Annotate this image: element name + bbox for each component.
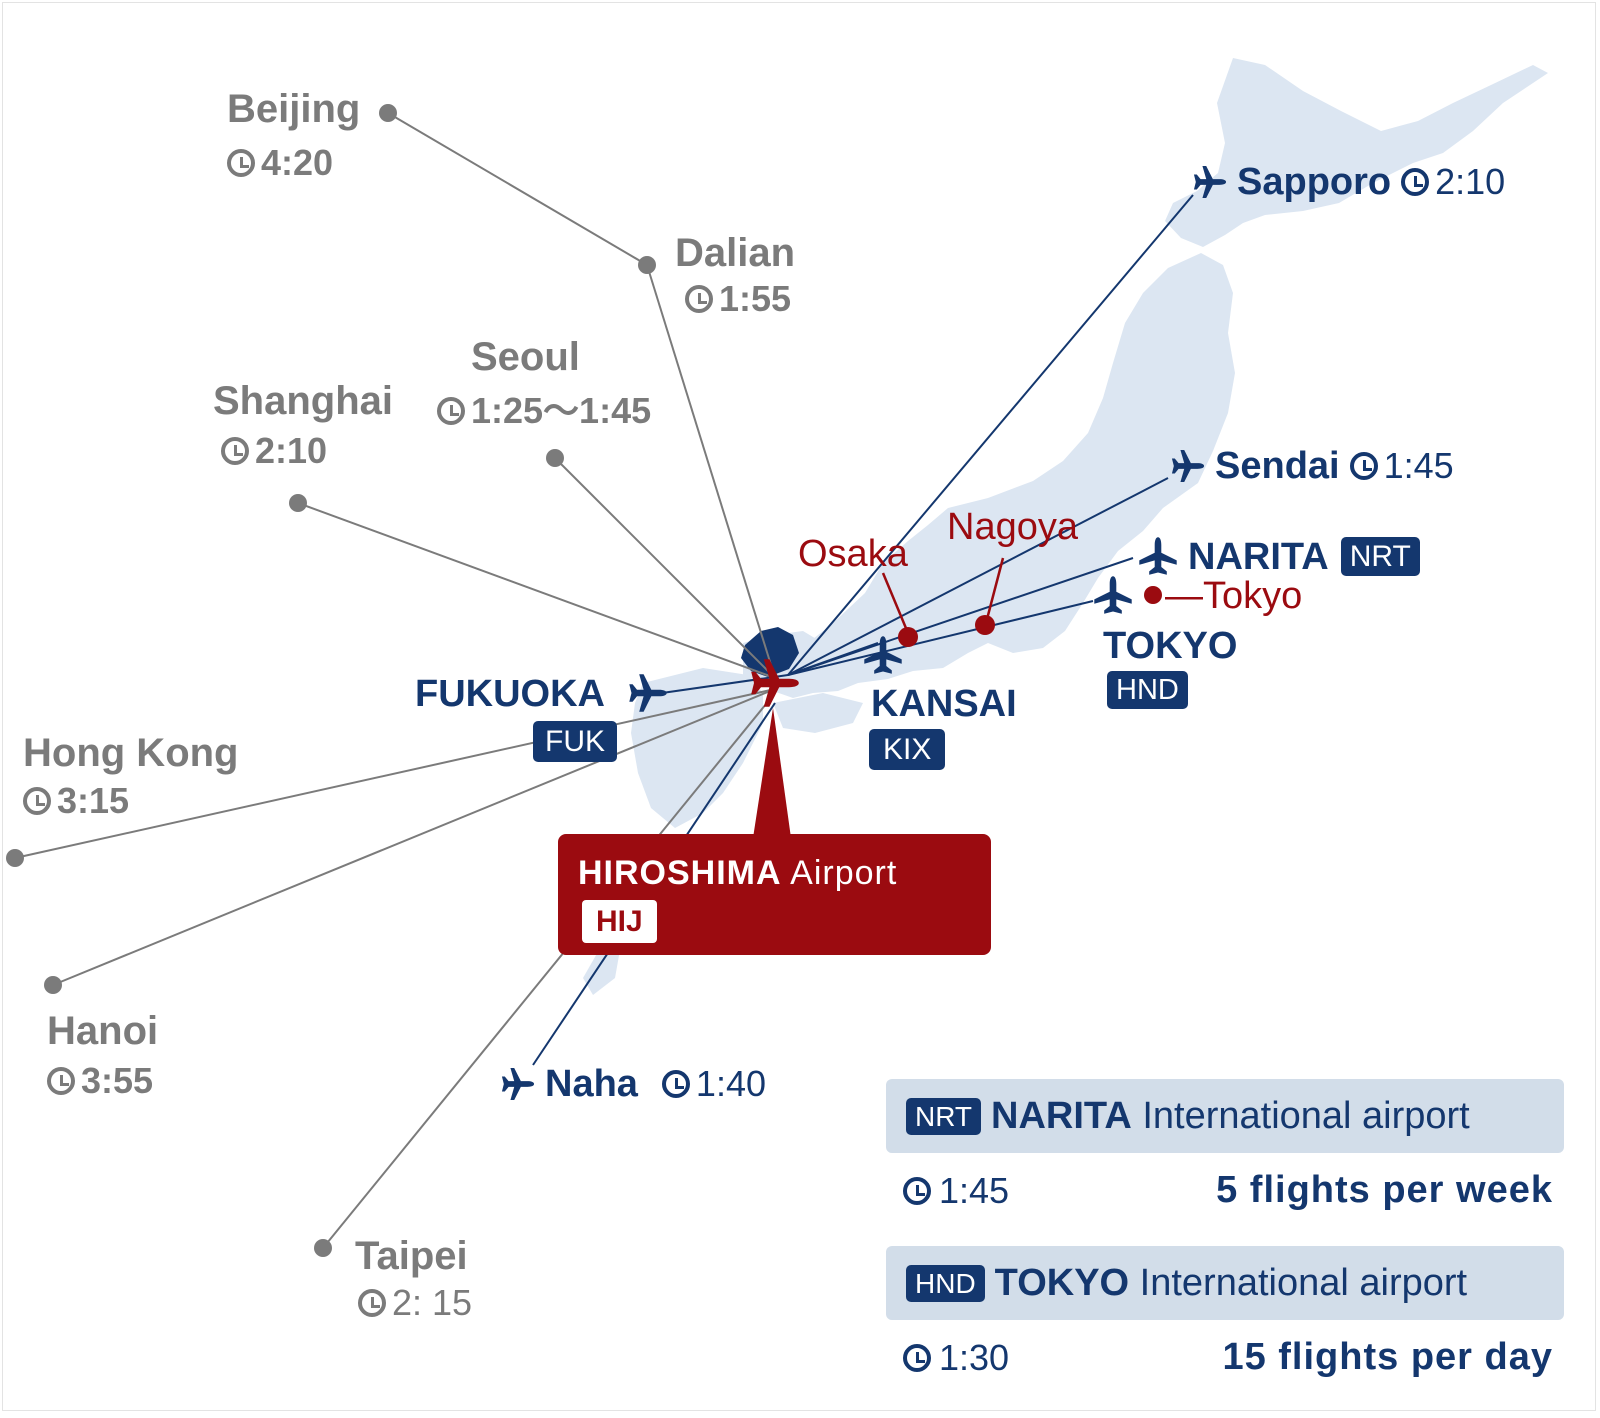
dot-hong-kong [6, 849, 24, 867]
clock-icon [227, 149, 255, 177]
route-beijing-dalian [387, 112, 648, 266]
tokyo-frequency: 15 flights per day [1222, 1336, 1553, 1378]
narita-code-badge: NRT [1340, 537, 1420, 576]
dot-hanoi [44, 976, 62, 994]
clock-icon [358, 1289, 386, 1317]
label-beijing: Beijing [227, 87, 361, 131]
tokyo-info-row: 1:30 15 flights per day [903, 1336, 1553, 1379]
dot-beijing [379, 104, 397, 122]
clock-icon [661, 1070, 690, 1098]
label-shanghai: Shanghai [213, 379, 394, 423]
route-hong-kong [14, 688, 776, 859]
tokyo-info-header: HND TOKYO International airport [886, 1246, 1564, 1320]
hub-pointer [753, 708, 791, 838]
time-beijing: 4:20 [227, 145, 333, 181]
city-dots [898, 586, 1162, 647]
hiroshima-prefecture [741, 627, 799, 677]
route-sendai [787, 477, 1169, 676]
city-pointers [881, 557, 1005, 634]
clock-icon [685, 285, 713, 313]
hij-code-badge: HIJ [582, 900, 657, 943]
clock-icon [437, 397, 465, 425]
route-dalian [646, 264, 776, 679]
label-sapporo: Sapporo 2:10 [1193, 163, 1505, 201]
route-shanghai [297, 502, 776, 679]
label-naha: Naha 1:40 [501, 1065, 766, 1103]
label-nagoya: Nagoya [947, 506, 1078, 548]
plane-icon [1193, 165, 1227, 199]
time-hanoi: 3:55 [47, 1063, 153, 1099]
time-sapporo: 2:10 [1401, 164, 1505, 200]
label-hanoi: Hanoi [47, 1009, 159, 1053]
narita-info-row: 1:45 5 flights per week [903, 1169, 1553, 1212]
narita-frequency: 5 flights per week [1216, 1169, 1553, 1211]
route-hanoi [52, 688, 776, 986]
international-endpoints [6, 104, 656, 1257]
label-narita: NARITA NRT [1188, 537, 1420, 576]
dot-shanghai [289, 494, 307, 512]
clock-icon [1349, 452, 1378, 480]
time-taipei: 2: 15 [358, 1285, 472, 1321]
time-seoul: 1:25〜1:45 [437, 393, 651, 429]
label-dalian: Dalian [675, 231, 796, 275]
clock-icon [903, 1343, 931, 1372]
international-routes [14, 112, 776, 1249]
time-shanghai: 2:10 [221, 433, 327, 469]
time-naha: 1:40 [661, 1066, 766, 1102]
fuk-code-badge: FUK [533, 721, 617, 762]
time-dalian: 1:55 [685, 281, 791, 317]
time-hong-kong: 3:15 [23, 783, 129, 819]
narita-info-code: NRT [906, 1097, 982, 1135]
route-tokyo-hnd [787, 600, 1094, 676]
label-hong-kong: Hong Kong [23, 731, 239, 775]
label-fukuoka: FUKUOKA [415, 673, 605, 715]
clock-icon [903, 1176, 931, 1205]
narita-info-header: NRT NARITA International airport [886, 1079, 1564, 1153]
label-seoul: Seoul [471, 335, 580, 379]
label-sendai: Sendai 1:45 [1171, 447, 1454, 485]
clock-icon [221, 437, 249, 465]
dot-osaka [898, 627, 918, 647]
route-taipei [322, 692, 776, 1249]
dot-taipei [314, 1239, 332, 1257]
route-fukuoka [647, 674, 789, 696]
tokyo-code-badge: HND [1107, 671, 1188, 709]
label-kansai: KANSAI [871, 683, 1017, 725]
dot-seoul [546, 449, 564, 467]
clock-icon [1401, 168, 1430, 196]
dot-nagoya [975, 615, 995, 635]
tokyo-info-code: HND [906, 1264, 985, 1302]
clock-icon [47, 1067, 75, 1095]
label-tokyo-city: —Tokyo [1165, 575, 1303, 617]
route-sapporo [787, 194, 1194, 676]
clock-icon [23, 787, 51, 815]
plane-icon [1171, 449, 1205, 483]
kix-code-badge: KIX [869, 729, 946, 770]
hiroshima-airport-callout: HIROSHIMA Airport HIJ [558, 834, 991, 955]
label-tokyo-airport: TOKYO [1103, 625, 1238, 667]
label-osaka: Osaka [798, 533, 908, 575]
plane-icon [501, 1067, 535, 1101]
route-kansai [787, 642, 879, 676]
time-sendai: 1:45 [1349, 448, 1454, 484]
route-seoul [554, 457, 776, 679]
hub-title: HIROSHIMA Airport [578, 854, 898, 892]
tokyo-plane-icon [1094, 576, 1132, 614]
route-map [6, 58, 1548, 1257]
narita-plane-icon [1139, 537, 1177, 575]
dot-dalian [638, 256, 656, 274]
dot-tokyo-city [1144, 586, 1162, 604]
label-taipei: Taipei [355, 1234, 468, 1278]
